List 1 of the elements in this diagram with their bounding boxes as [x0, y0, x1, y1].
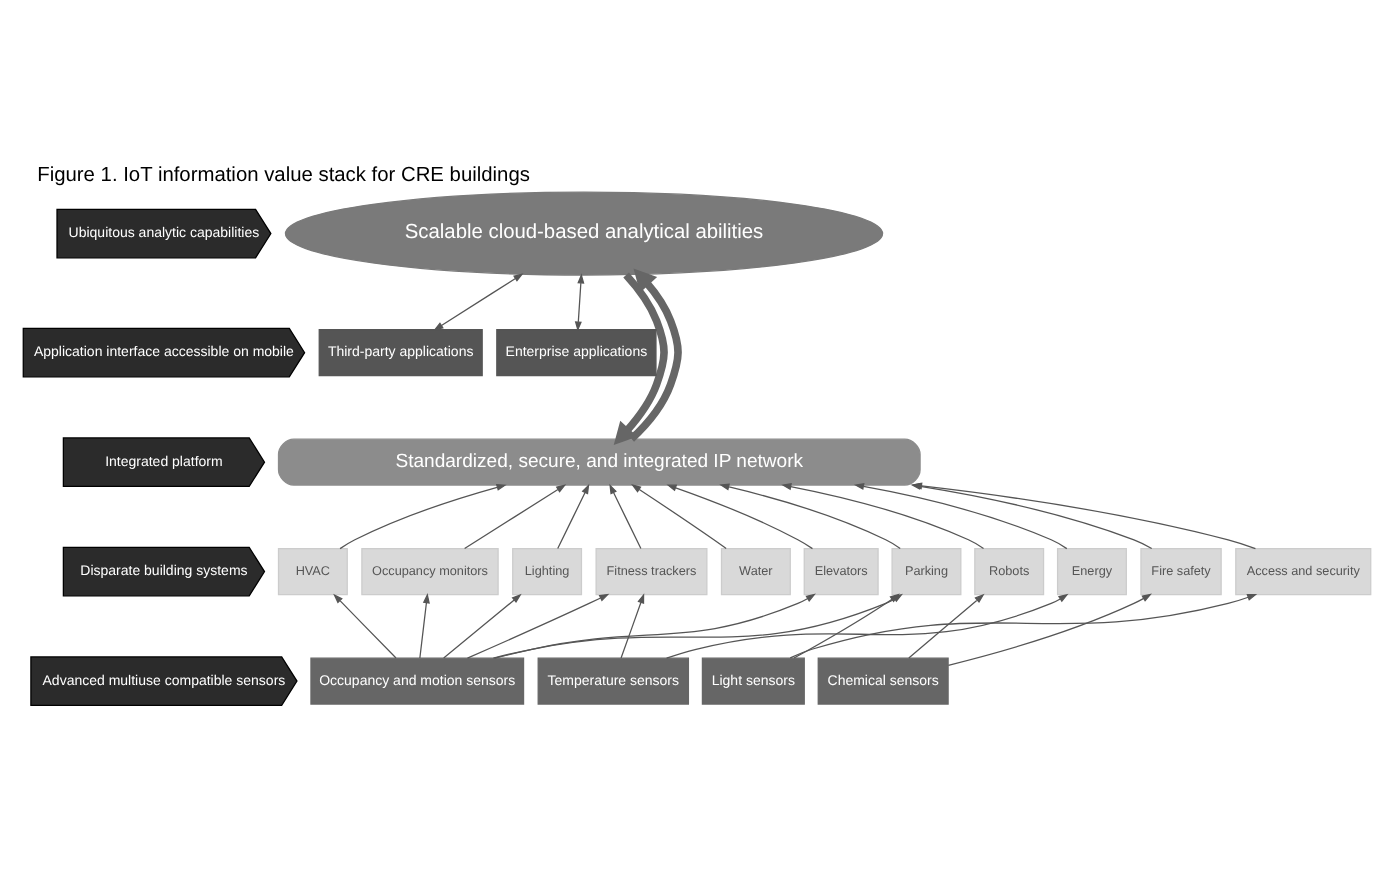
diagram-title: Figure 1. IoT information value stack for CRE buildings — [37, 163, 530, 186]
